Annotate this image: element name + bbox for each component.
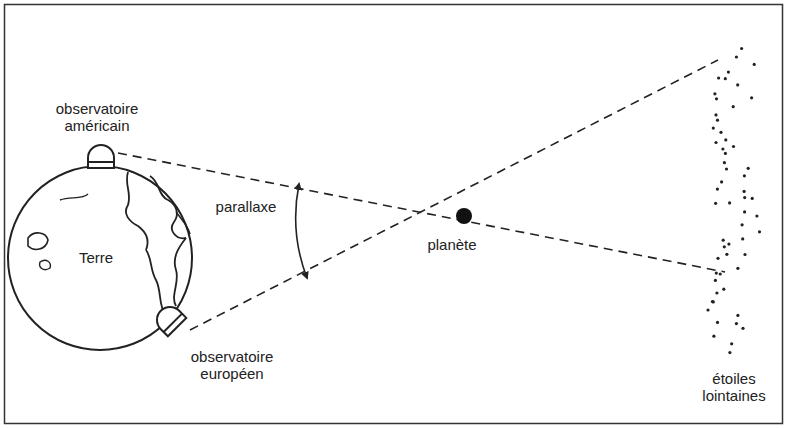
star-dot xyxy=(753,63,756,66)
star-dot xyxy=(723,161,726,164)
star-dot xyxy=(706,308,709,311)
parallax-arc xyxy=(296,184,307,278)
star-dot xyxy=(717,76,720,79)
star-dot xyxy=(730,342,733,345)
star-dot xyxy=(741,223,744,226)
star-dot xyxy=(716,119,719,122)
european-observatory xyxy=(152,302,187,337)
observatory-label: observatoire européen xyxy=(172,348,292,382)
star-dot xyxy=(736,314,739,317)
frame xyxy=(5,5,783,424)
star-dot xyxy=(711,300,714,303)
angle-label: parallaxe xyxy=(196,198,296,215)
star-dot xyxy=(743,196,746,199)
star-dot xyxy=(715,97,718,100)
star-dot xyxy=(750,96,753,99)
star-dot xyxy=(728,201,731,204)
earth xyxy=(8,166,192,350)
star-dot xyxy=(716,321,719,324)
star-dot xyxy=(715,291,718,294)
star-dot xyxy=(712,300,715,303)
star-dot xyxy=(743,210,746,213)
star-dot xyxy=(735,322,738,325)
star-dot xyxy=(741,237,744,240)
star-dot xyxy=(725,167,728,170)
star-dot xyxy=(714,279,717,282)
star-dot xyxy=(751,197,754,200)
star-dot xyxy=(724,138,727,141)
star-dot xyxy=(722,239,725,242)
star-dot xyxy=(727,71,730,74)
observatory-label: observatoire américain xyxy=(37,100,157,134)
distant-stars xyxy=(706,47,761,354)
star-dot xyxy=(716,188,719,191)
stars-label: étoiles lointaines xyxy=(689,370,779,404)
star-dot xyxy=(728,351,731,354)
star-dot xyxy=(716,257,719,260)
star-dot xyxy=(743,253,746,256)
star-dot xyxy=(714,113,717,116)
planet-dot xyxy=(456,208,472,224)
star-dot xyxy=(719,272,722,275)
star-dot xyxy=(736,267,739,270)
star-dot xyxy=(714,141,717,144)
star-dot xyxy=(722,288,725,291)
star-dot xyxy=(736,83,739,86)
earth-label: Terre xyxy=(56,249,136,266)
star-dot xyxy=(714,202,717,205)
star-dot xyxy=(743,190,746,193)
star-dot xyxy=(735,55,738,58)
star-dot xyxy=(721,147,724,150)
star-dot xyxy=(724,152,727,155)
star-dot xyxy=(724,77,727,80)
sight-lines xyxy=(118,60,725,330)
star-dot xyxy=(720,180,723,183)
star-dot xyxy=(747,167,750,170)
star-dot xyxy=(732,145,735,148)
star-dot xyxy=(725,253,728,256)
star-dot xyxy=(740,47,743,50)
star-dot xyxy=(741,327,744,330)
star-dot xyxy=(712,335,715,338)
star-dot xyxy=(712,127,715,130)
american-observatory xyxy=(88,145,114,168)
star-dot xyxy=(715,272,718,275)
star-dot xyxy=(743,174,746,177)
star-dot xyxy=(719,131,722,134)
star-dot xyxy=(758,230,761,233)
star-dot xyxy=(732,105,735,108)
planet-label: planète xyxy=(402,236,502,253)
star-dot xyxy=(723,245,726,248)
star-dot xyxy=(755,214,758,217)
star-dot xyxy=(727,243,730,246)
star-dot xyxy=(713,92,716,95)
